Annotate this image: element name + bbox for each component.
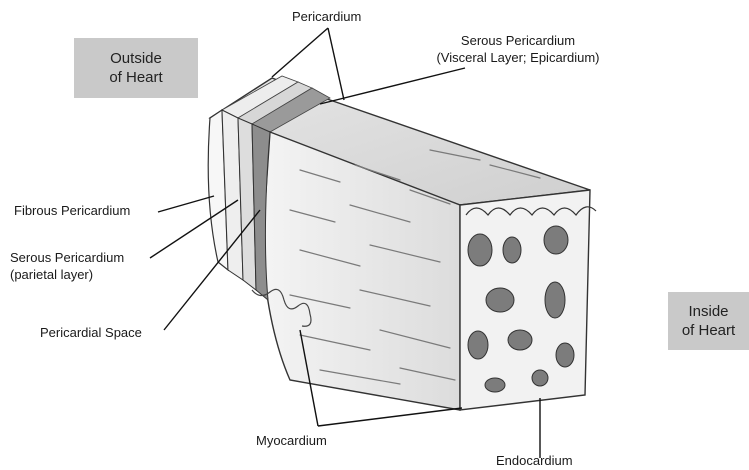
endocardium-face [460, 190, 590, 410]
label-serous-parietal-line1: Serous Pericardium [10, 249, 124, 266]
label-serous-visceral-line1: Serous Pericardium [418, 32, 618, 49]
label-fibrous-pericardium: Fibrous Pericardium [14, 202, 130, 219]
label-pericardial-space: Pericardial Space [40, 324, 142, 341]
label-serous-visceral-line2: (Visceral Layer; Epicardium) [418, 49, 618, 66]
label-pericardium: Pericardium [292, 8, 361, 25]
label-serous-parietal: Serous Pericardium (parietal layer) [10, 249, 124, 283]
inside-of-heart-box: Inside of Heart [668, 292, 749, 350]
label-serous-visceral: Serous Pericardium (Visceral Layer; Epic… [418, 32, 618, 66]
label-endocardium: Endocardium [496, 452, 573, 469]
label-serous-parietal-line2: (parietal layer) [10, 266, 124, 283]
outside-box-line2: of Heart [109, 68, 162, 87]
outside-box-line1: Outside [110, 49, 162, 68]
inside-box-line1: Inside [688, 302, 728, 321]
outside-of-heart-box: Outside of Heart [74, 38, 198, 98]
label-myocardium: Myocardium [256, 432, 327, 449]
inside-box-line2: of Heart [682, 321, 735, 340]
